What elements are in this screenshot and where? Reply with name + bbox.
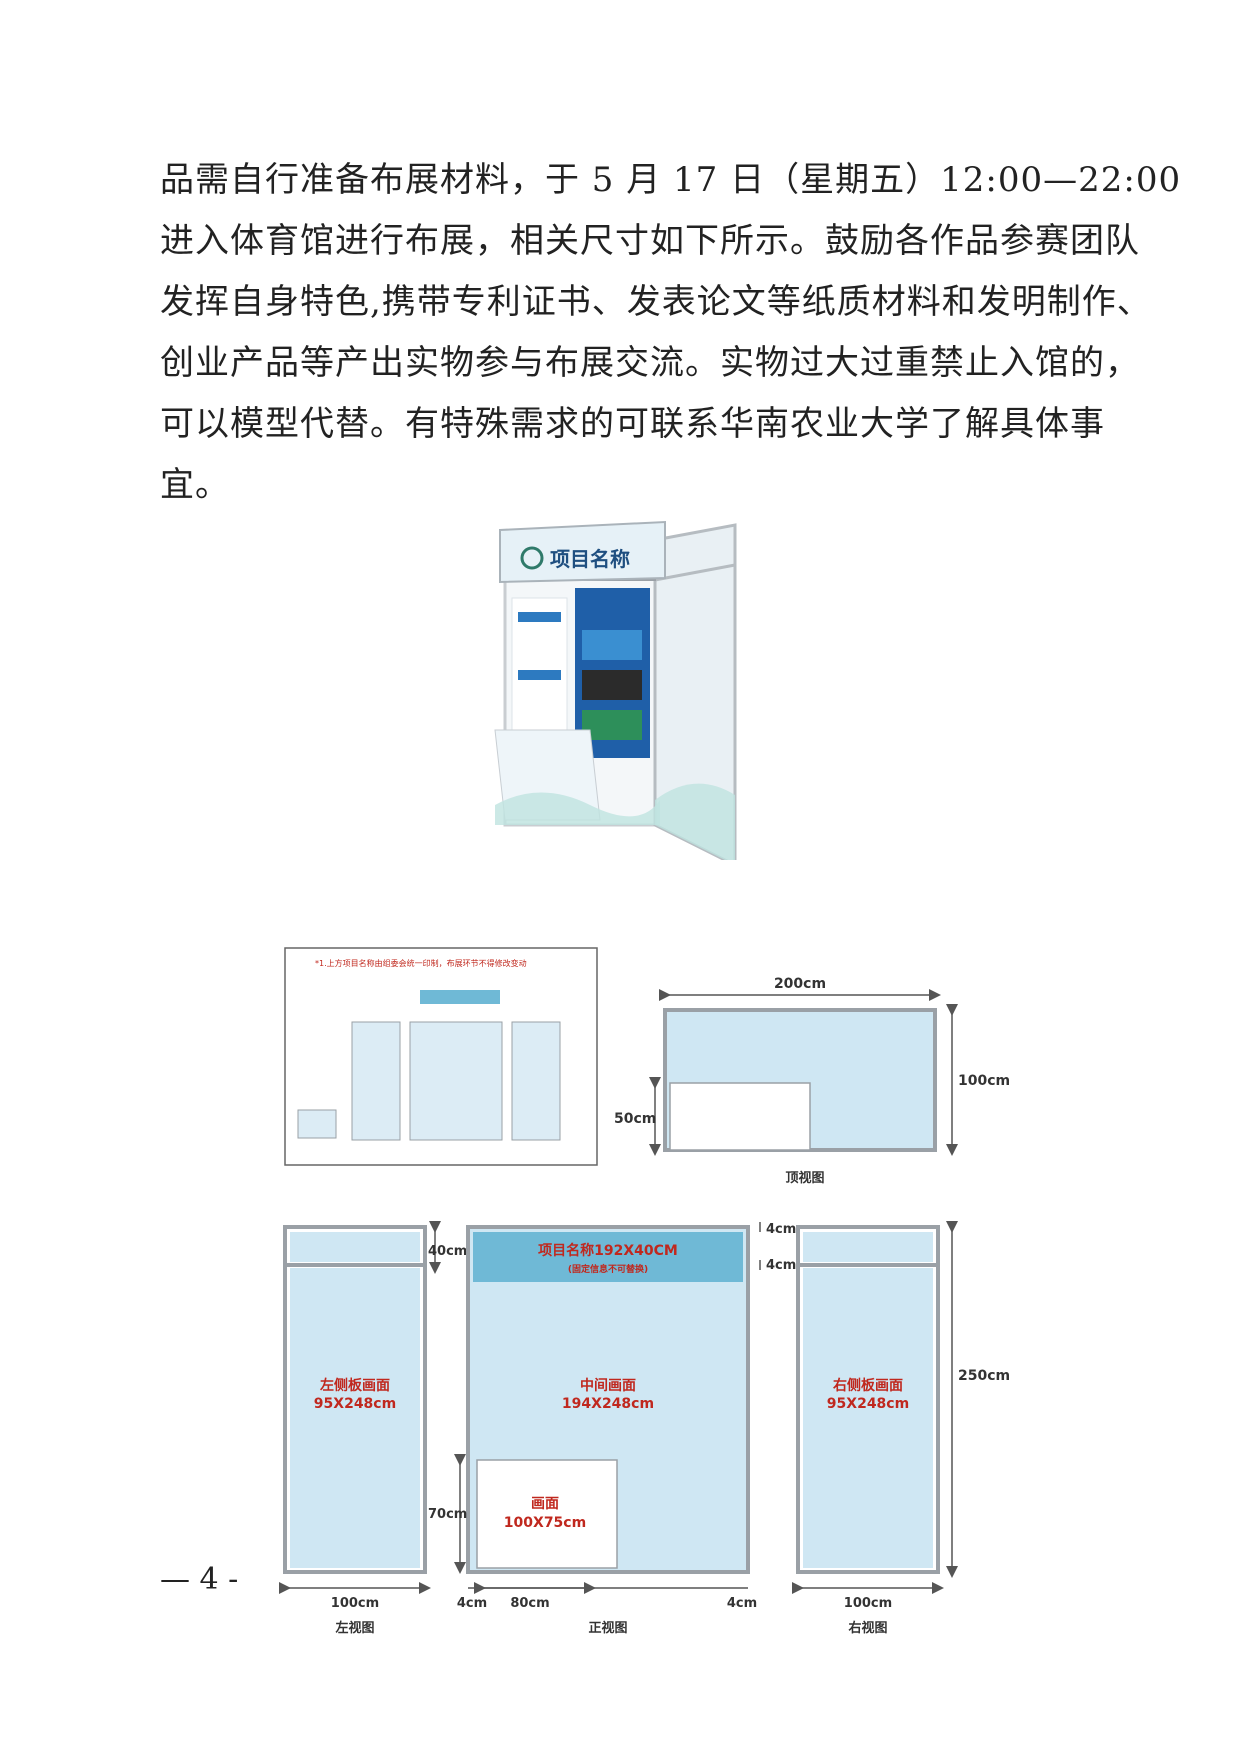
right-view-drawing: 右侧板画面 95X248cm 250cm 100cm 右视图 xyxy=(792,1221,1010,1636)
booth-header-title: 项目名称 xyxy=(550,547,630,571)
front-header-note: (固定信息不可替换) xyxy=(568,1263,648,1275)
counter-height-label: 70cm xyxy=(428,1507,467,1522)
left-width-label: 100cm xyxy=(331,1596,379,1611)
right-height-label: 250cm xyxy=(958,1368,1010,1384)
right-panel-size: 95X248cm xyxy=(827,1396,909,1412)
top-inner-label: 50cm xyxy=(614,1111,656,1127)
counter-size: 100X75cm xyxy=(504,1515,586,1531)
paragraph-line: 发挥自身特色,携带专利证书、发表论文等纸质材料和发明制作、 xyxy=(160,282,1152,322)
right-width-label: 100cm xyxy=(844,1596,892,1611)
paragraph-line: 创业产品等产出实物参与布展交流。实物过大过重禁止入馆的， xyxy=(160,343,1140,383)
page-number: — 4 - xyxy=(160,1562,239,1597)
front-header-title: 项目名称192X40CM xyxy=(538,1242,678,1259)
front-view-caption: 正视图 xyxy=(588,1620,627,1636)
left-view-drawing: 40cm 左侧板画面 95X248cm 100cm 左视图 xyxy=(279,1221,467,1636)
preview-note: *1.上方项目名称由组委会统一印制，布展环节不得修改变动 xyxy=(315,958,527,968)
counter-title: 画面 xyxy=(531,1496,559,1512)
left-top-label: 40cm xyxy=(428,1244,467,1259)
logo-icon xyxy=(520,546,544,570)
left-panel-title: 左侧板画面 xyxy=(319,1377,390,1394)
left-view-caption: 左视图 xyxy=(335,1620,374,1636)
left-panel-size: 95X248cm xyxy=(314,1396,396,1412)
top-gap-label: 4cm xyxy=(766,1222,796,1237)
front-panel-size: 194X248cm xyxy=(562,1396,654,1412)
counter-width-label: 80cm xyxy=(510,1596,549,1611)
booth-render-image: 项目名称 xyxy=(494,520,737,860)
front-view-drawing: 项目名称192X40CM (固定信息不可替换) 中间画面 194X248cm 画… xyxy=(428,1222,796,1636)
paragraph-line: 可以模型代替。有特殊需求的可联系华南农业大学了解具体事 xyxy=(160,404,1105,444)
body-paragraph: 品需自行准备布展材料，于 5 月 17 日（星期五）12:00—22:00 进入… xyxy=(160,150,1182,516)
front-right-gap-label: 4cm xyxy=(727,1596,757,1611)
right-view-caption: 右视图 xyxy=(847,1620,887,1636)
top-depth-label: 100cm xyxy=(958,1073,1010,1089)
paragraph-line: 宜。 xyxy=(160,465,230,505)
layout-preview: *1.上方项目名称由组委会统一印制，布展环节不得修改变动 xyxy=(284,947,598,1166)
top-width-label: 200cm xyxy=(774,976,826,992)
right-panel-title: 右侧板画面 xyxy=(832,1377,903,1394)
header-gap-label: 4cm xyxy=(766,1258,796,1273)
paragraph-line: 品需自行准备布展材料，于 5 月 17 日（星期五）12:00—22:00 xyxy=(160,160,1182,200)
front-left-gap-label: 4cm xyxy=(457,1596,487,1611)
top-view-caption: 顶视图 xyxy=(785,1170,824,1186)
front-panel-title: 中间画面 xyxy=(580,1377,636,1394)
top-view-drawing: 200cm 100cm 50cm 顶视图 xyxy=(614,976,1010,1186)
paragraph-line: 进入体育馆进行布展，相关尺寸如下所示。鼓励各作品参赛团队 xyxy=(160,221,1140,261)
